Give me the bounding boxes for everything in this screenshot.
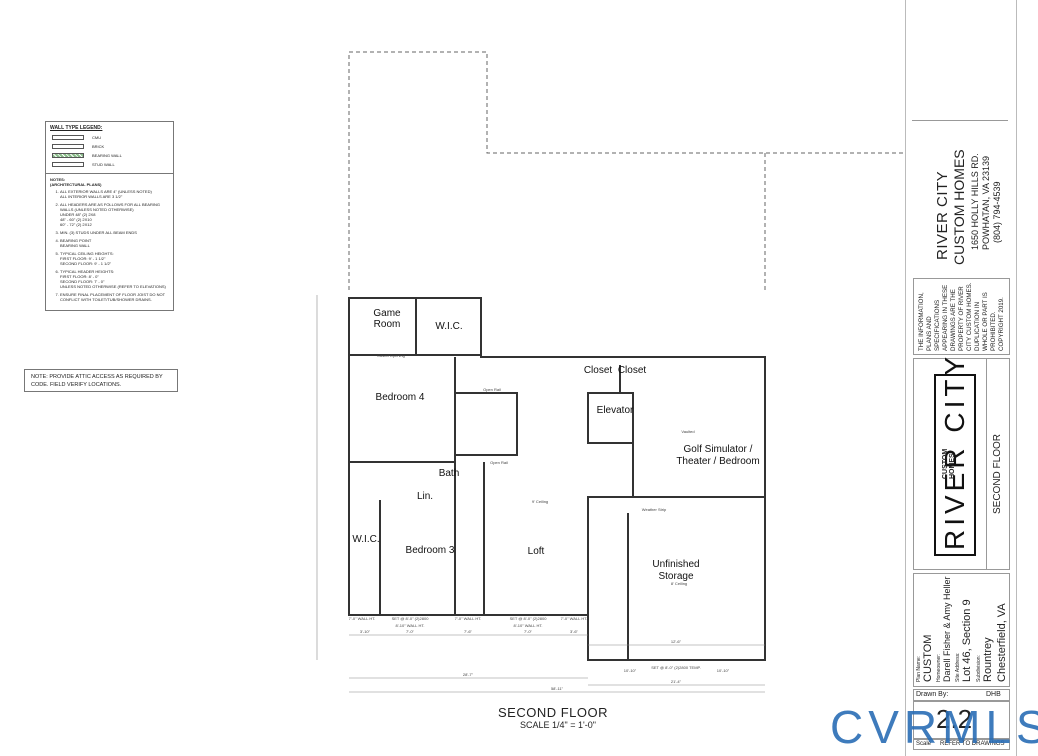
notes-title: NOTES: (ARCHITECTURAL PLANS) [50,177,102,187]
title-block: RIVER CITY CUSTOM HOMES 1650 HOLLY HILLS… [905,0,1017,756]
legend-title: WALL TYPE LEGEND: [50,125,103,131]
company-name-2: CUSTOM HOMES [951,149,967,265]
svg-text:Cased Opening: Cased Opening [377,353,405,358]
svg-text:Open Rail: Open Rail [490,460,508,465]
legend-item: STUD WALL [52,162,173,167]
svg-text:Storage: Storage [658,571,693,582]
svg-text:28'-7": 28'-7" [463,672,474,677]
company-city: POWHATAN, VA 23139 [981,155,991,250]
legend-item: BEARING WALL [52,153,173,158]
subdivision: Rountrey [982,637,994,682]
svg-text:9' Ceiling: 9' Ceiling [532,499,548,504]
svg-text:Open Rail: Open Rail [483,387,501,392]
room-linen: Lin. [417,491,433,502]
cmu-swatch [52,135,84,140]
project-info: Plan Name: CUSTOM Homeowner: Darell Fish… [913,573,1010,687]
site-address: Lot 46, Section 9 [961,599,973,682]
room-golf-simulator: Golf Simulator / [684,444,753,455]
svg-text:58'-11": 58'-11" [551,686,564,691]
county: Chesterfield, VA [996,603,1008,682]
room-game: Game [373,308,401,319]
logo-subtitle: CUSTOM HOMES [942,448,956,479]
room-elevator: Elevator [597,405,634,416]
svg-text:12'-6": 12'-6" [671,639,682,644]
room-loft: Loft [528,546,545,557]
svg-text:21'-4": 21'-4" [671,679,682,684]
svg-text:7'-0": 7'-0" [524,629,533,634]
svg-text:3'-6": 3'-6" [570,629,579,634]
drawing-title: SECOND FLOOR [498,705,609,720]
disclaimer-box: THE INFORMATION, PLANS AND SPECIFICATION… [913,278,1010,355]
svg-text:Theater / Bedroom: Theater / Bedroom [676,456,759,467]
room-bath: Bath [439,468,460,479]
disclaimer: THE INFORMATION, PLANS AND SPECIFICATION… [918,282,1005,351]
plan-name: CUSTOM [922,634,934,682]
attic-outline [348,51,905,290]
plan-notes: Cased Opening Open Rail Open Rail Vaulte… [349,353,730,691]
company-address: 1650 HOLLY HILLS RD. [970,153,980,250]
sheet-number: 2.2 [936,704,973,734]
svg-text:7'-6": 7'-6" [464,629,473,634]
svg-text:7'-0": 7'-0" [406,629,415,634]
sheet-number-box: 2.2 [913,701,1010,739]
room-wic: W.I.C. [352,534,379,545]
svg-text:10'-10": 10'-10" [624,668,637,673]
svg-text:3'-10": 3'-10" [360,629,371,634]
room-bedroom-3: Bedroom 3 [406,545,455,556]
svg-text:Weather Strip: Weather Strip [642,507,667,512]
homeowner: Darell Fisher & Amy Heller [942,576,952,682]
dimension-lines [316,295,765,693]
svg-text:10'-10": 10'-10" [717,668,730,673]
svg-text:SET @ 8'-0" (2)2800: SET @ 8'-0" (2)2800 [510,616,548,621]
brick-swatch [52,144,84,149]
notes-list: ALL EXTERIOR WALLS ARE 4" (UNLESS NOTED)… [46,189,173,302]
wall-type-legend: WALL TYPE LEGEND: CMU BRICK BEARING WALL… [45,121,174,311]
svg-text:7'-0" WALL HT.: 7'-0" WALL HT. [561,616,588,621]
stud-wall-swatch [52,162,84,167]
room-wic: W.I.C. [435,321,462,332]
sheet-title: SECOND FLOOR [992,433,1003,514]
room-closet: Closet [618,365,647,376]
drawn-by: Drawn By: DHB [913,689,1010,701]
company-name: RIVER CITY [934,170,951,260]
room-closet: Closet [584,365,613,376]
room-bedroom-4: Bedroom 4 [376,392,425,403]
walls [348,297,766,661]
legend-item: BRICK [52,144,173,149]
svg-text:Room: Room [374,319,401,330]
company-logo: RIVER CITY [934,353,976,556]
logo-box: RIVER CITY CUSTOM HOMES SECOND FLOOR [913,353,1010,570]
attic-access-note: NOTE: PROVIDE ATTIC ACCESS AS REQUIRED B… [24,369,178,392]
bearing-wall-swatch [52,153,84,158]
svg-text:8'-10" WALL HT.: 8'-10" WALL HT. [513,623,542,628]
svg-text:8'-10" WALL HT.: 8'-10" WALL HT. [395,623,424,628]
room-storage: Unfinished [652,559,699,570]
legend-item: CMU [52,135,173,140]
scale-row: Scale REFER TO DRAWINGS [913,739,1010,750]
svg-text:Vaulted: Vaulted [681,429,694,434]
drawing-scale: SCALE 1/4" = 1'-0" [520,720,596,730]
svg-text:7'-0" WALL HT.: 7'-0" WALL HT. [349,616,376,621]
floor-plan: Game Room W.I.C. Bedroom 4 Closet Closet… [316,51,905,693]
room-labels: Game Room W.I.C. Bedroom 4 Closet Closet… [352,308,759,582]
svg-text:SET @ 8'-0" (2)2800 TEMP.: SET @ 8'-0" (2)2800 TEMP. [651,665,701,670]
svg-text:SET @ 8'-0" (2)2800: SET @ 8'-0" (2)2800 [392,616,430,621]
svg-text:8' Ceiling: 8' Ceiling [671,581,687,586]
company-phone: (804) 794-4539 [992,181,1002,243]
svg-text:7'-0" WALL HT.: 7'-0" WALL HT. [455,616,482,621]
cvrmls-watermark: CVRMLS [830,701,1038,753]
